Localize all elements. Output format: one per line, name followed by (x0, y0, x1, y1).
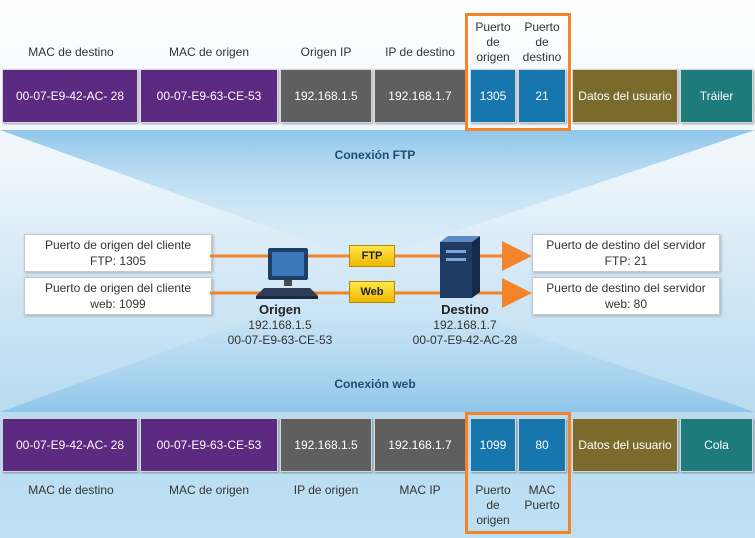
server-ftp-port-box: Puerto de destino del servidor FTP: 21 (532, 234, 720, 272)
frame-top-user-data: Datos del usuario (572, 69, 678, 123)
top-ports-highlight (465, 13, 571, 131)
source-title: Origen (259, 302, 301, 317)
bottom-ports-highlight (465, 412, 571, 534)
frame-bottom-port-source: 1099 (470, 418, 516, 472)
header-port-destination: Puerto de destino (522, 20, 562, 64)
label-bottom-mac-destination: MAC de destino (28, 483, 114, 497)
frame-top-mac-destination: 00-07-E9-42-AC- 28 (2, 69, 138, 123)
ftp-funnel (0, 130, 755, 262)
server-web-port-line2: web: 80 (604, 297, 648, 311)
server-ftp-port-line2: FTP: 21 (604, 254, 648, 268)
frame-bottom-ip-destination: 192.168.1.7 (374, 418, 466, 472)
client-web-port-line1: Puerto de origen del cliente (44, 281, 192, 295)
frame-bottom-trailer: Cola (680, 418, 753, 472)
web-connection-title: Conexión web (334, 377, 416, 391)
web-tag: Web (349, 281, 395, 303)
server-web-port-box: Puerto de destino del servidor web: 80 (532, 277, 720, 315)
client-ftp-port-line2: FTP: 1305 (89, 254, 147, 268)
frame-bottom-mac-destination: 00-07-E9-42-AC- 28 (2, 418, 138, 472)
header-ip-destination: IP de destino (385, 45, 455, 59)
computer-icon (256, 248, 318, 299)
frame-top-port-source: 1305 (470, 69, 516, 123)
label-bottom-port-source: Puerto de origen (475, 483, 511, 527)
label-bottom-ip-destination: MAC IP (399, 483, 441, 497)
source-mac: 00-07-E9-63-CE-53 (227, 333, 333, 347)
frame-bottom-ip-source: 192.168.1.5 (280, 418, 372, 472)
label-bottom-ip-source: IP de origen (293, 483, 359, 497)
destination-ip: 192.168.1.7 (433, 318, 497, 332)
destination-mac: 00-07-E9-42-AC-28 (412, 333, 518, 347)
frame-top-port-destination: 21 (518, 69, 566, 123)
destination-title: Destino (441, 302, 489, 317)
label-bottom-port-destination: MAC Puerto (524, 483, 560, 512)
server-ftp-port-line1: Puerto de destino del servidor (546, 238, 706, 252)
source-ip: 192.168.1.5 (248, 318, 312, 332)
frame-bottom-user-data: Datos del usuario (572, 418, 678, 472)
header-ip-source: Origen IP (300, 45, 352, 59)
ftp-tag: FTP (349, 245, 395, 267)
frame-top-ip-source: 192.168.1.5 (280, 69, 372, 123)
header-mac-destination: MAC de destino (28, 45, 114, 59)
client-ftp-port-line1: Puerto de origen del cliente (44, 238, 192, 252)
client-web-port-line2: web: 1099 (90, 297, 146, 311)
header-port-source: Puerto de origen (475, 20, 511, 64)
server-icon (440, 236, 480, 298)
frame-bottom-port-destination: 80 (518, 418, 566, 472)
header-mac-source: MAC de origen (168, 45, 250, 59)
ftp-connection-title: Conexión FTP (334, 148, 416, 162)
frame-top-mac-source: 00-07-E9-63-CE-53 (140, 69, 278, 123)
server-web-port-line1: Puerto de destino del servidor (546, 281, 706, 295)
client-ftp-port-box: Puerto de origen del cliente FTP: 1305 (24, 234, 212, 272)
label-bottom-mac-source: MAC de origen (168, 483, 250, 497)
frame-bottom-mac-source: 00-07-E9-63-CE-53 (140, 418, 278, 472)
web-funnel (0, 278, 755, 412)
frame-top-trailer: Tráiler (680, 69, 753, 123)
client-web-port-box: Puerto de origen del cliente web: 1099 (24, 277, 212, 315)
frame-top-ip-destination: 192.168.1.7 (374, 69, 466, 123)
